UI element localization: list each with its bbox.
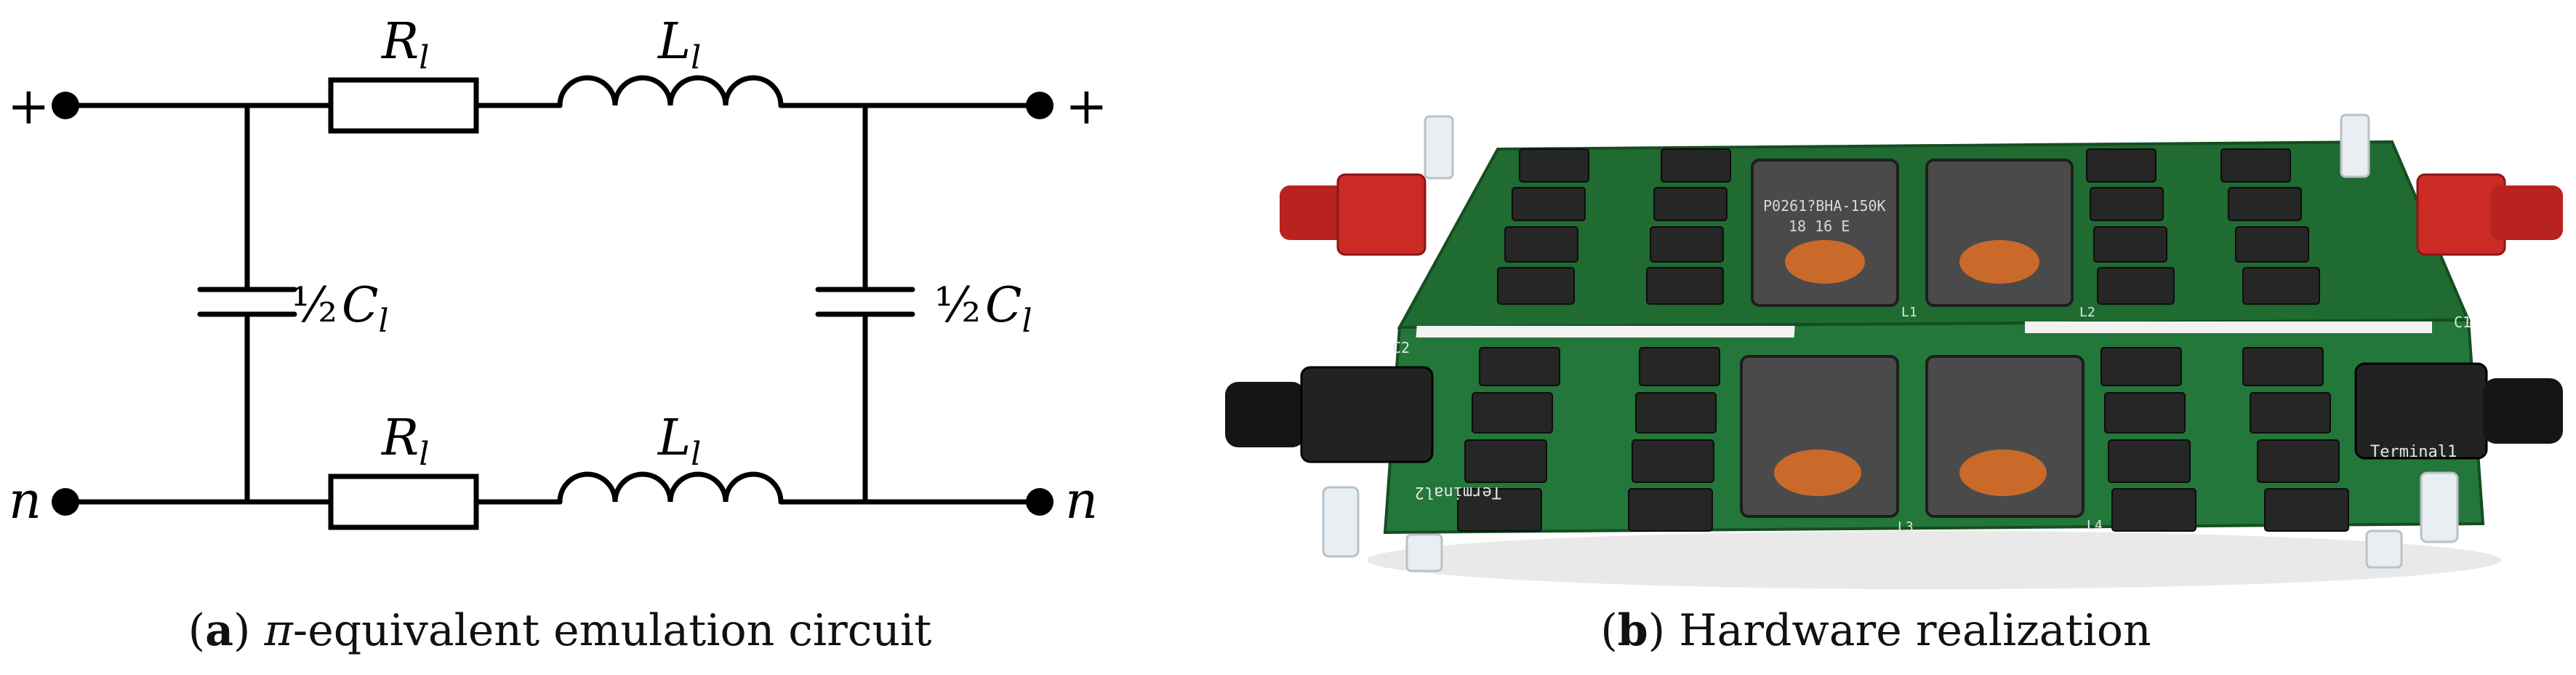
- caption-a-text: -equivalent emulation circuit: [292, 605, 932, 656]
- terminal-label-bottom-left: n: [9, 471, 41, 530]
- pcb-slot-right: [2025, 321, 2432, 333]
- silk-l4: L4: [2087, 518, 2103, 533]
- silk-terminal2: Terminal2: [1415, 483, 1501, 501]
- terminal-label-bottom-right: n: [1065, 471, 1098, 530]
- standoffs: [1322, 113, 2459, 572]
- label-r-bottom: Rl: [380, 410, 429, 473]
- bottom-resistor: [328, 474, 479, 530]
- terminal-label-top-right: +: [1065, 76, 1108, 136]
- silk-l3: L3: [1898, 519, 1914, 535]
- terminal-label-top-left: +: [7, 76, 50, 136]
- label-l-bottom: Ll: [657, 410, 701, 473]
- smd-resistors: [1457, 148, 2349, 532]
- pcb-slot-left: [1416, 326, 1795, 338]
- terminal-dot-top-left: [52, 92, 79, 119]
- label-c-left: ½Cl: [291, 277, 389, 340]
- caption-b: (b) Hardware realization: [1600, 605, 2151, 656]
- terminal-dot-top-right: [1026, 92, 1054, 119]
- caption-b-text: Hardware realization: [1665, 605, 2151, 656]
- inductor-marking-2: 18 16 E: [1789, 217, 1850, 235]
- silk-c1: C1: [2454, 313, 2471, 331]
- circuit-diagram: [63, 75, 1043, 530]
- black-connectors: [1225, 362, 2563, 463]
- terminal-dot-bottom-right: [1026, 488, 1054, 516]
- silk-c2: C2: [1392, 339, 1410, 356]
- label-l-top: Ll: [657, 13, 701, 76]
- top-inductor: [557, 75, 784, 108]
- label-r-top: Rl: [380, 13, 429, 76]
- caption-a-letter: a: [205, 605, 233, 656]
- inductors: P0261?BHA-150K 18 16 E: [1740, 159, 2085, 518]
- red-connectors: [1280, 173, 2563, 256]
- caption-a-symbol: π: [264, 605, 293, 656]
- label-c-right: ½Cl: [934, 277, 1032, 340]
- inductor-marking-1: P0261?BHA-150K: [1763, 197, 1886, 215]
- bottom-inductor: [557, 471, 784, 505]
- silk-l2: L2: [2079, 305, 2095, 320]
- silk-l1: L1: [1901, 305, 1917, 320]
- top-resistor: [328, 77, 479, 134]
- hardware-photo: P0261?BHA-150K 18 16 E Terminal1 Termina…: [1225, 113, 2563, 589]
- caption-a: (a) π-equivalent emulation circuit: [188, 605, 932, 656]
- terminal-dot-bottom-left: [52, 488, 79, 516]
- silk-terminal1: Terminal1: [2370, 443, 2457, 461]
- caption-b-letter: b: [1617, 605, 1648, 656]
